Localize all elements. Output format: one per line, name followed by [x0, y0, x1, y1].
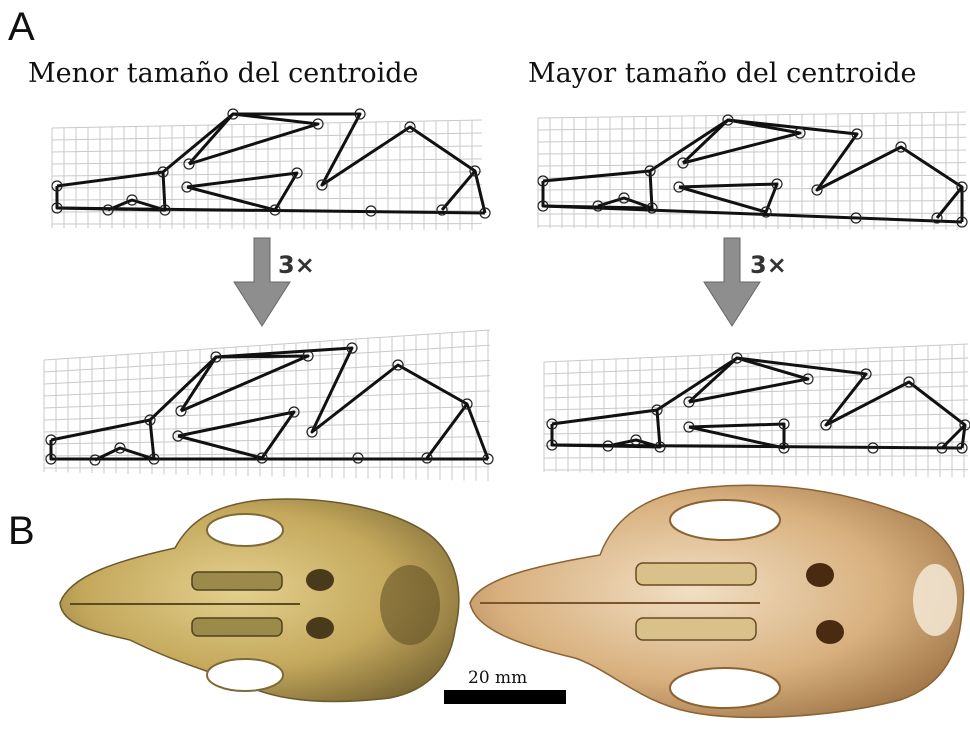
grid-line — [538, 112, 966, 118]
grid-line — [44, 467, 490, 468]
panel-a-label: A — [8, 5, 35, 49]
skull-photo-right — [470, 485, 963, 717]
scale-bar-label: 20 mm — [468, 668, 527, 688]
grid-line — [52, 198, 482, 200]
wireframe-left-bottom — [46, 343, 493, 465]
grid-line — [52, 146, 482, 152]
grid-line — [538, 163, 966, 166]
deformation-grid-left-top — [52, 120, 482, 230]
wireframe-right-top — [538, 115, 967, 227]
grid-line — [538, 201, 966, 202]
skull-photo-left — [60, 499, 459, 701]
panel-b-label: B — [8, 509, 35, 553]
magnification-label-right: 3× — [750, 251, 787, 279]
grid-line — [44, 437, 490, 445]
left-title: Menor tamaño del centroide — [28, 58, 419, 89]
grid-line — [44, 345, 490, 372]
scale-bar — [444, 690, 566, 704]
grid-line — [538, 137, 966, 142]
magnification-label-left: 3× — [278, 251, 315, 279]
grid-line — [52, 120, 482, 128]
right-title: Mayor tamaño del centroide — [528, 58, 917, 89]
deformation-grid-right-top — [538, 112, 966, 230]
grid-line — [538, 188, 966, 190]
wireframe-right-bottom — [547, 353, 970, 453]
grid-line — [52, 185, 482, 188]
grid-line — [52, 159, 482, 164]
